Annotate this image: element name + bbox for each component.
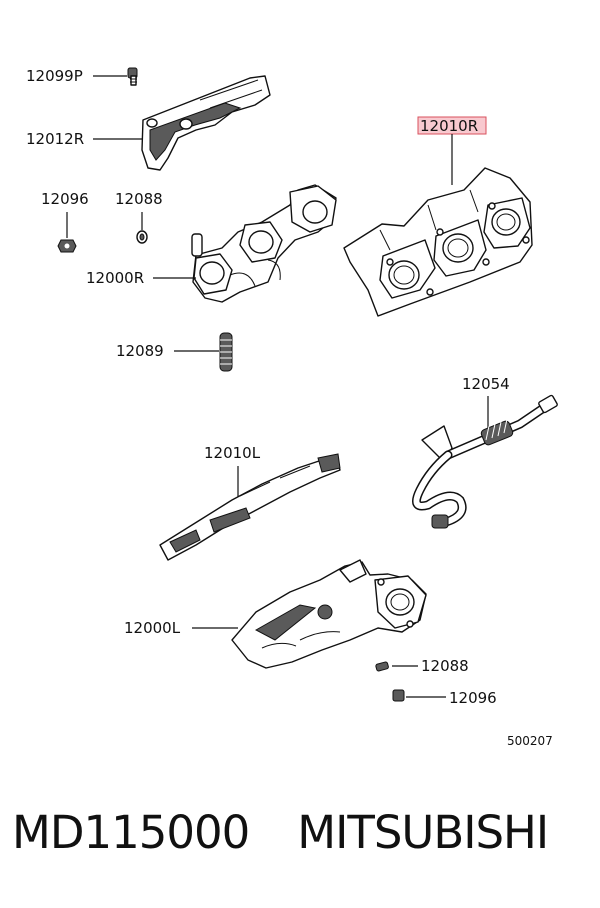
heat-shield-12012R	[141, 75, 271, 171]
callout-12088-lower: 12088	[421, 657, 469, 675]
exhaust-manifold-12000R	[191, 184, 337, 303]
diagram-code: 500207	[507, 734, 553, 748]
callout-12096-lower: 12096	[449, 689, 497, 707]
gasket-12010R	[343, 167, 533, 317]
heat-shield-12010L	[159, 453, 341, 561]
callout-12012R: 12012R	[26, 130, 84, 148]
bolt-12099P	[127, 67, 138, 86]
callout-12000L: 12000L	[124, 619, 181, 637]
callout-12096-upper: 12096	[41, 190, 89, 208]
stud-12088-lower	[375, 661, 389, 672]
callout-12000R: 12000R	[86, 269, 144, 287]
callout-12010L: 12010L	[204, 444, 261, 462]
callout-12089: 12089	[116, 342, 164, 360]
nut-12096-upper	[57, 239, 77, 253]
part-number: MD115000	[12, 806, 250, 859]
callout-12099P: 12099P	[26, 67, 83, 85]
stud-bolt-12089	[219, 332, 233, 372]
callout-12054: 12054	[462, 375, 510, 393]
nut-12096-lower	[392, 689, 405, 702]
exhaust-manifold-12000L	[231, 559, 427, 669]
stud-12088-upper	[136, 230, 148, 244]
exploded-parts-diagram: 12099P 12012R 12096 12088 12000R	[26, 67, 558, 748]
caption: MD115000 MITSUBISHI	[12, 806, 592, 859]
callout-12010R: 12010R	[420, 117, 478, 135]
egr-pipe-12054	[411, 394, 558, 529]
callout-12088-upper: 12088	[115, 190, 163, 208]
brand-name: MITSUBISHI	[297, 806, 549, 859]
